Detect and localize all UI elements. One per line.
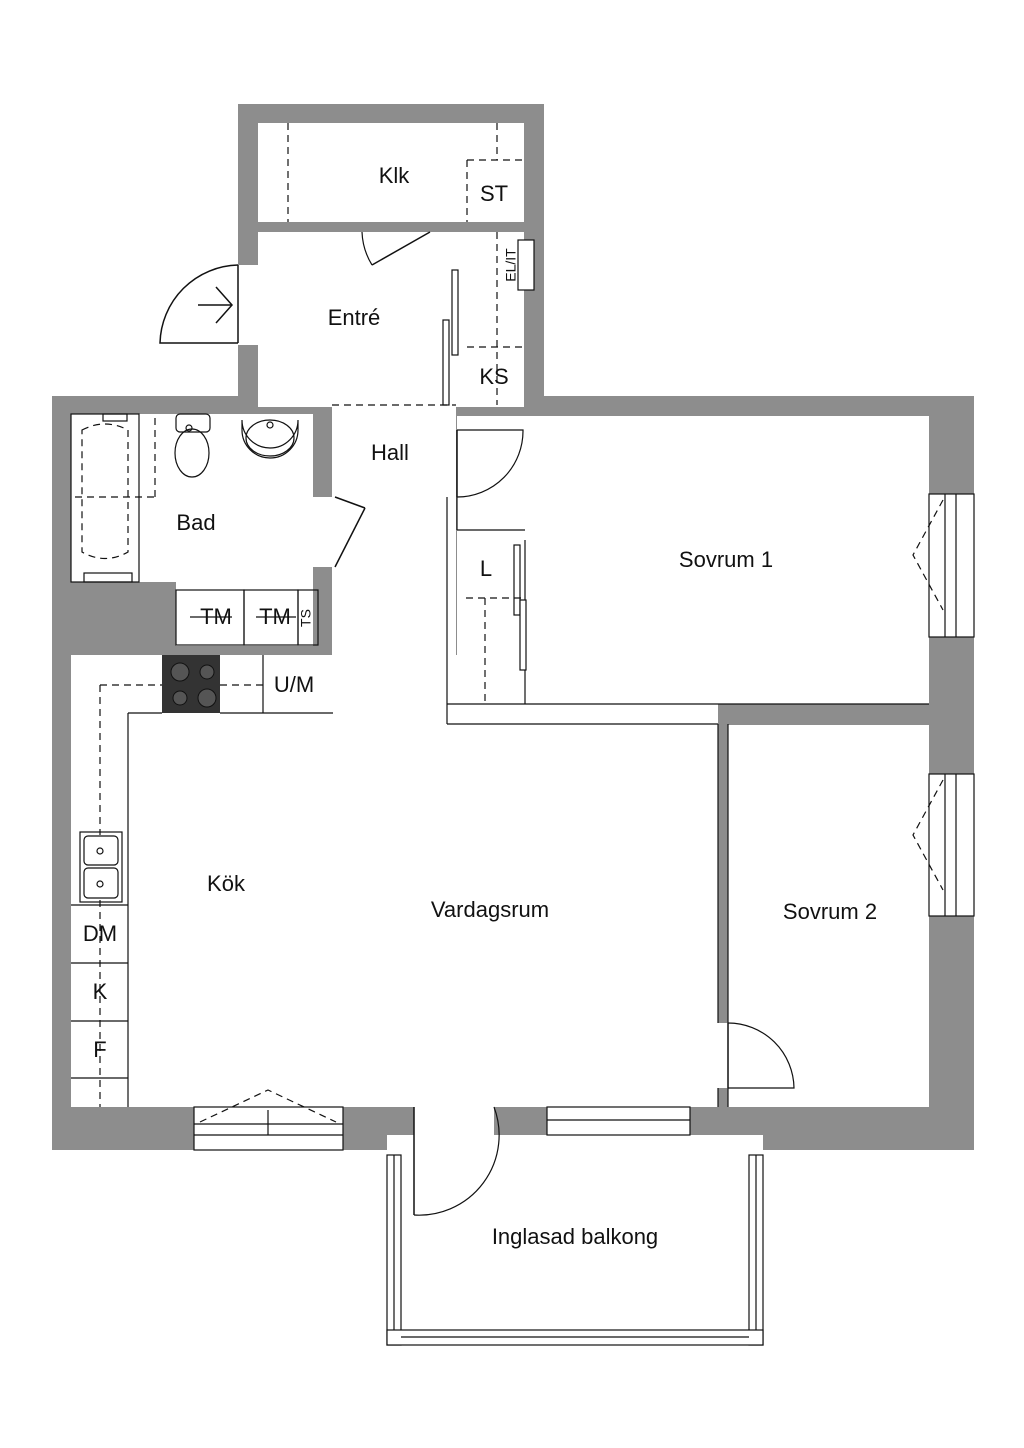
label-k: K — [93, 979, 108, 1004]
label-tm-2: TM — [259, 604, 291, 629]
room-interiors — [71, 123, 929, 1345]
fixtures — [70, 239, 535, 1107]
label-sovrum-1: Sovrum 1 — [679, 547, 773, 572]
label-f: F — [93, 1037, 106, 1062]
label-klk: Klk — [379, 163, 411, 188]
label-vardagsrum: Vardagsrum — [431, 897, 549, 922]
stove-icon — [162, 655, 220, 713]
bathtub-icon — [70, 413, 156, 583]
label-tm-1: TM — [200, 604, 232, 629]
label-sovrum-2: Sovrum 2 — [783, 899, 877, 924]
sink-icon — [79, 831, 123, 903]
label-st: ST — [480, 181, 508, 206]
label-ts: TS — [298, 609, 314, 627]
label-dm: DM — [83, 921, 117, 946]
label-um: U/M — [274, 672, 314, 697]
label-hall: Hall — [371, 440, 409, 465]
label-kok: Kök — [207, 871, 246, 896]
laundry-units — [175, 589, 319, 646]
label-entre: Entré — [328, 305, 381, 330]
windows — [193, 493, 975, 1346]
label-balkong: Inglasad balkong — [492, 1224, 658, 1249]
zone-lines — [99, 123, 525, 1107]
label-ks: KS — [479, 364, 508, 389]
toilet-icon — [174, 413, 211, 478]
washbasin-icon — [241, 419, 299, 459]
label-el-it: EL/IT — [503, 248, 519, 282]
label-bad: Bad — [176, 510, 215, 535]
interior-lines — [446, 497, 929, 1107]
doors — [159, 231, 795, 1216]
room-labels: Klk ST EL/IT Entré KS Hall Bad TM TM TS … — [83, 163, 877, 1249]
label-l: L — [480, 556, 492, 581]
entrance-arrow-icon — [198, 286, 234, 324]
